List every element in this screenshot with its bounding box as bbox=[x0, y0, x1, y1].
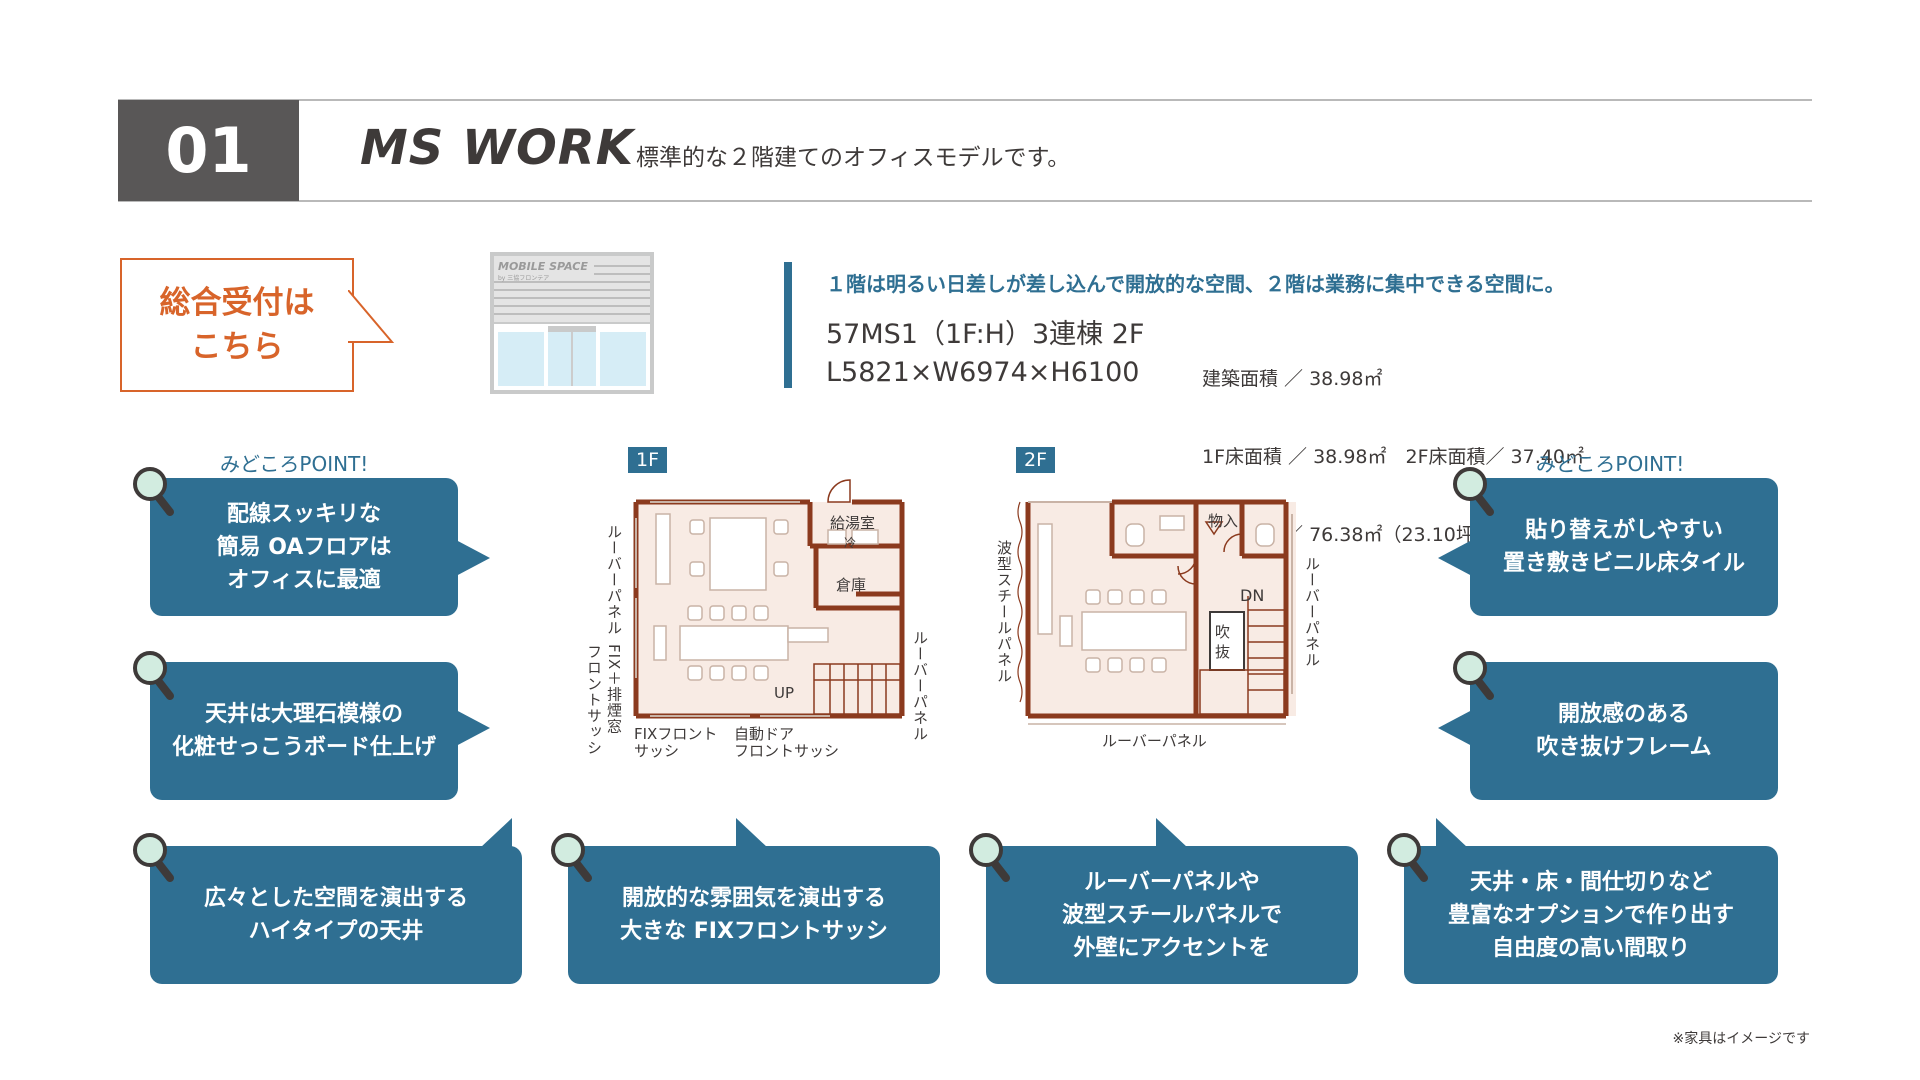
label-up: UP bbox=[774, 684, 795, 702]
label-right-louver-2f: ルーバーパネル bbox=[1303, 556, 1321, 668]
point-bubble-layout: 天井・床・間仕切りなど 豊富なオプションで作り出す 自由度の高い間取り bbox=[1404, 846, 1778, 984]
bubble-tail bbox=[1438, 540, 1472, 576]
bubble-line: ルーバーパネルや bbox=[1084, 869, 1260, 895]
spec-area-building: 建築面積 ／ 38.98㎡ bbox=[1202, 368, 1383, 390]
label-right-louver-1f: ルーバーパネル bbox=[911, 630, 929, 742]
point-label-right: みどころPOINT! bbox=[1536, 452, 1685, 476]
bubble-line: 貼り替えがしやすい bbox=[1525, 518, 1723, 543]
label-line: 自動ドア bbox=[734, 725, 795, 743]
spec-model: 57MS1（1F:H）3連棟 2F L5821×W6974×H6100 bbox=[826, 316, 1144, 392]
magnifier-icon bbox=[133, 833, 174, 882]
floor-tag-1f: 1F bbox=[628, 447, 668, 473]
reception-line-1: 総合受付は bbox=[159, 285, 315, 321]
bubble-line: 吹き抜けフレーム bbox=[1536, 735, 1712, 760]
reception-callout[interactable]: 総合受付は こちら bbox=[120, 258, 354, 392]
label-front-sash-left: フロントサッシ bbox=[585, 644, 603, 756]
section-number: 01 bbox=[118, 100, 299, 201]
spec-lead: １階は明るい日差しが差し込んで開放的な空間、２階は業務に集中できる空間に。 bbox=[826, 272, 1565, 296]
header-bottom-rule bbox=[118, 200, 1812, 202]
floor-plan-1f bbox=[633, 479, 905, 719]
reception-arrow-icon bbox=[348, 290, 395, 343]
bubble-line: 広々とした空間を演出する bbox=[203, 886, 468, 911]
point-bubble-oa-floor: 配線スッキリな 簡易 OAフロアは オフィスに最適 bbox=[150, 478, 458, 616]
building-thumbnail: MOBILE SPACE by 三協フロンテア bbox=[490, 252, 654, 394]
spec-area-floors: 1F床面積 ／ 38.98㎡ 2F床面積／ 37.40㎡ bbox=[1202, 446, 1584, 468]
label-line: サッシ bbox=[634, 742, 680, 760]
bubble-line: 化粧せっこうボード仕上げ bbox=[171, 735, 436, 760]
label-line: 抜 bbox=[1215, 643, 1231, 661]
label-corrugated-panel: 波型スチールパネル bbox=[995, 540, 1013, 684]
bubble-line: 開放感のある bbox=[1557, 702, 1690, 727]
label-line: FIXフロント bbox=[634, 725, 718, 743]
bubble-tail bbox=[456, 710, 490, 746]
bubble-tail-up bbox=[1436, 818, 1468, 848]
magnifier-icon bbox=[133, 467, 174, 516]
bubble-line: 天井・床・間仕切りなど bbox=[1469, 869, 1712, 895]
footnote: ※家具はイメージです bbox=[1672, 1031, 1810, 1047]
reception-line-2: こちら bbox=[190, 329, 284, 365]
bubble-tail bbox=[456, 540, 490, 576]
label-bottom-louver-2f: ルーバーパネル bbox=[1102, 732, 1207, 750]
label-fix-smoke: FIX＋排煙窓 bbox=[605, 644, 623, 735]
page-description: 標準的な２階建てのオフィスモデルです。 bbox=[636, 145, 1071, 171]
point-bubble-fix-sash: 開放的な雰囲気を演出する 大きな FIXフロントサッシ bbox=[568, 846, 940, 984]
magnifier-icon bbox=[1387, 833, 1428, 882]
bubble-line: 配線スッキリな bbox=[226, 501, 381, 527]
label-void: 吹 抜 bbox=[1215, 622, 1230, 662]
label-dn: DN bbox=[1240, 586, 1265, 605]
bubble-line: 簡易 OAフロアは bbox=[216, 534, 392, 560]
bubble-line: 波型スチールパネルで bbox=[1061, 902, 1282, 928]
magnifier-icon bbox=[1453, 651, 1494, 700]
label-auto-door: 自動ドア フロントサッシ bbox=[734, 726, 839, 760]
spec-model-name: 57MS1（1F:H）3連棟 2F bbox=[826, 319, 1145, 350]
magnifier-icon bbox=[1453, 467, 1494, 516]
bubble-line: 豊富なオプションで作り出す bbox=[1447, 902, 1734, 928]
point-bubble-ceiling: 天井は大理石模様の 化粧せっこうボード仕上げ bbox=[150, 662, 458, 800]
thumbnail-brand: MOBILE SPACE bbox=[498, 260, 588, 273]
label-fix-front-sash: FIXフロント サッシ bbox=[634, 726, 717, 760]
bubble-line: 大きな FIXフロントサッシ bbox=[620, 919, 888, 944]
point-bubble-exterior: ルーバーパネルや 波型スチールパネルで 外壁にアクセントを bbox=[986, 846, 1358, 984]
label-storage-2f: 物入 bbox=[1208, 512, 1239, 530]
bubble-line: 外壁にアクセントを bbox=[1073, 935, 1271, 961]
magnifier-icon bbox=[133, 651, 174, 700]
spec-dimensions: L5821×W6974×H6100 bbox=[826, 357, 1140, 388]
bubble-line: オフィスに最適 bbox=[227, 567, 381, 593]
label-fridge: 冷 bbox=[844, 536, 857, 550]
point-bubble-high-ceiling: 広々とした空間を演出する ハイタイプの天井 bbox=[150, 846, 522, 984]
label-left-louver-1f: ルーバーパネル bbox=[605, 524, 623, 636]
bubble-line: 置き敷きビニル床タイル bbox=[1502, 551, 1745, 576]
bubble-line: 天井は大理石模様の bbox=[204, 702, 403, 727]
bubble-tail-up bbox=[480, 818, 512, 848]
header-top-rule bbox=[118, 99, 1812, 101]
spec-accent-bar bbox=[784, 262, 792, 388]
point-bubble-void-frame: 開放感のある 吹き抜けフレーム bbox=[1470, 662, 1778, 800]
label-storage-1f: 倉庫 bbox=[836, 576, 867, 594]
floor-tag-2f: 2F bbox=[1016, 447, 1056, 473]
point-bubble-vinyl-tile: 貼り替えがしやすい 置き敷きビニル床タイル bbox=[1470, 478, 1778, 616]
bubble-tail-up bbox=[736, 818, 768, 848]
label-line: フロントサッシ bbox=[734, 742, 840, 760]
magnifier-icon bbox=[969, 833, 1010, 882]
bubble-line: ハイタイプの天井 bbox=[248, 919, 424, 944]
magnifier-icon bbox=[551, 833, 592, 882]
bubble-line: 自由度の高い間取り bbox=[1491, 935, 1690, 961]
page-title: MS WORK bbox=[360, 120, 634, 176]
thumbnail-sub: by 三協フロンテア bbox=[498, 274, 549, 282]
bubble-tail-up bbox=[1156, 818, 1188, 848]
label-line: 吹 bbox=[1215, 623, 1231, 641]
bubble-line: 開放的な雰囲気を演出する bbox=[621, 886, 886, 911]
floor-plan-2f bbox=[1017, 499, 1296, 725]
bubble-tail bbox=[1438, 710, 1472, 746]
label-kitchen: 給湯室 bbox=[830, 514, 876, 532]
point-label-left: みどころPOINT! bbox=[220, 452, 369, 476]
